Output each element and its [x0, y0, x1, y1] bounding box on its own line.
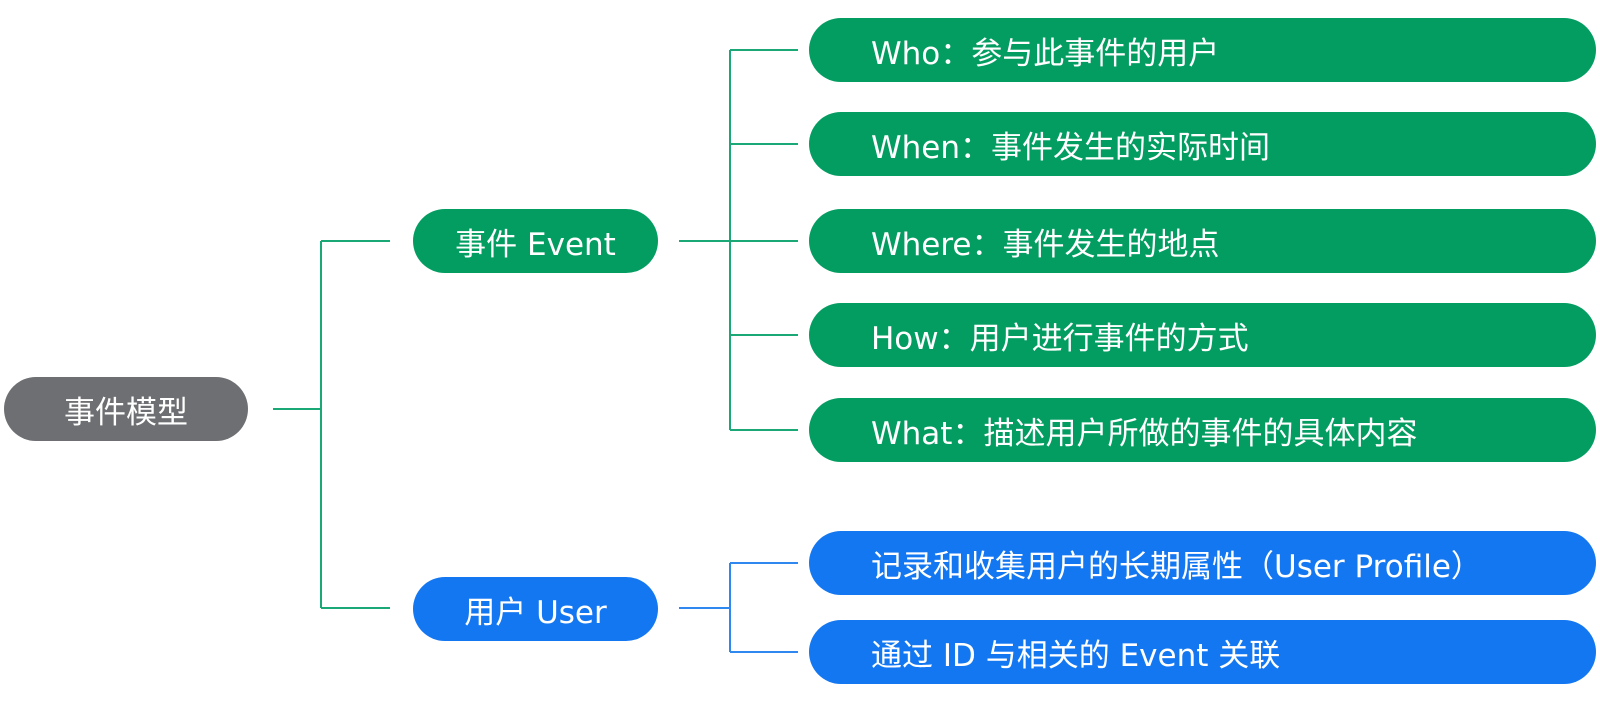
event-item-label: Where：事件发生的地点: [871, 226, 1220, 263]
event-item-what: What：描述用户所做的事件的具体内容: [809, 398, 1596, 462]
event-item-where: Where：事件发生的地点: [809, 209, 1596, 273]
connector-event: [679, 49, 798, 431]
user-item-id-link: 通过 ID 与相关的 Event 关联: [809, 620, 1596, 684]
event-item-how: How：用户进行事件的方式: [809, 303, 1596, 367]
event-item-label: How：用户进行事件的方式: [871, 320, 1249, 357]
event-item-label: Who：参与此事件的用户: [871, 35, 1220, 72]
user-label: 用户 User: [464, 594, 607, 631]
event-item-label: What：描述用户所做的事件的具体内容: [871, 415, 1418, 452]
connector-user: [679, 562, 798, 653]
event-item-who: Who：参与此事件的用户: [809, 18, 1596, 82]
connector-root: [273, 240, 390, 609]
event-item-when: When：事件发生的实际时间: [809, 112, 1596, 176]
user-item-profile: 记录和收集用户的长期属性（User Profile）: [809, 531, 1596, 595]
user-node: 用户 User: [413, 577, 658, 641]
root-label: 事件模型: [64, 394, 188, 431]
event-label: 事件 Event: [455, 226, 616, 263]
event-item-label: When：事件发生的实际时间: [871, 129, 1271, 166]
root-node: 事件模型: [4, 377, 248, 441]
user-item-label: 记录和收集用户的长期属性（User Profile）: [871, 548, 1482, 585]
user-item-label: 通过 ID 与相关的 Event 关联: [871, 637, 1281, 674]
event-node: 事件 Event: [413, 209, 658, 273]
